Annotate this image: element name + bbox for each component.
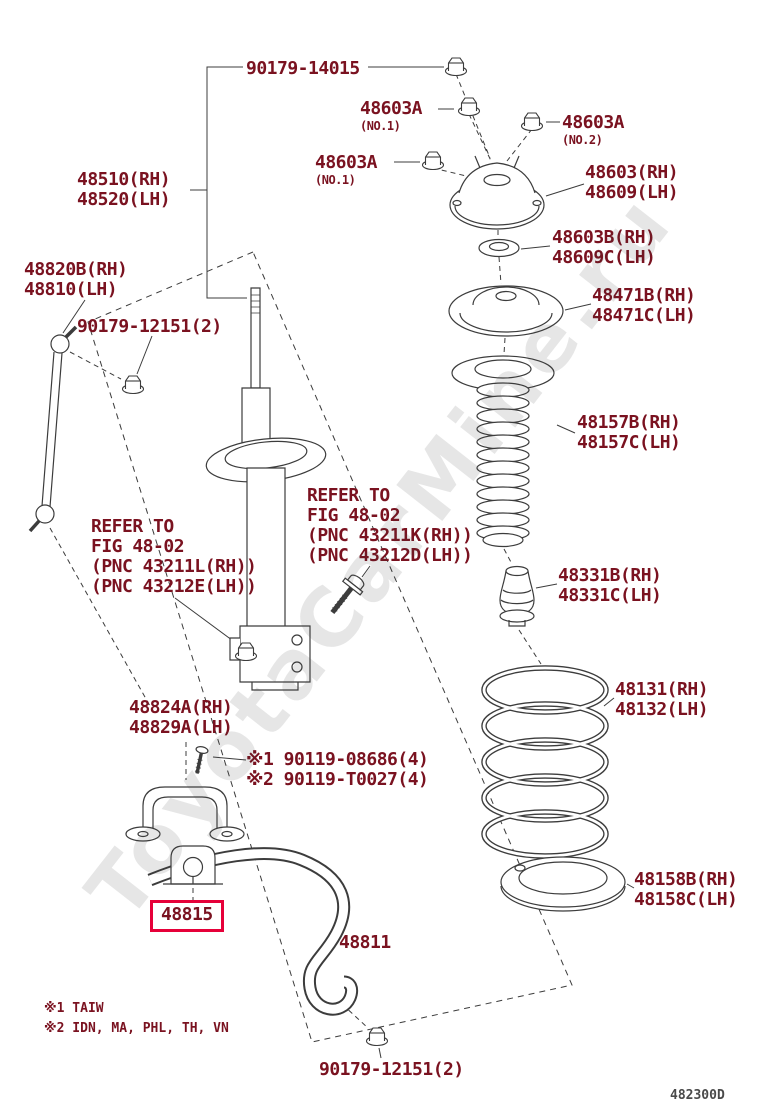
part-number-line: 48603(RH) <box>585 162 679 183</box>
part-number-line: 48157C(LH) <box>577 432 681 453</box>
nut-icon <box>121 375 145 395</box>
bracket-screw-drawing <box>194 746 209 774</box>
stabilizer-bushing-drawing <box>163 845 223 885</box>
refer-note-left: REFER TO FIG 48-02 (PNC 43211L(RH)) (PNC… <box>91 516 257 597</box>
part-number-line: 48510(RH) <box>77 169 171 190</box>
dashed-boundary <box>87 251 573 1043</box>
flange-bolt-drawing <box>330 574 365 615</box>
part-label-90179-12151-lower[interactable]: 90179-12151(2) <box>319 1060 464 1080</box>
part-label-48824A-48829A[interactable]: 48824A(RH) 48829A(LH) <box>129 697 233 738</box>
nut-icon <box>520 112 544 132</box>
stabilizer-link-drawing <box>28 325 78 533</box>
part-number-note: (NO.2) <box>562 133 603 147</box>
part-number-line: 48158B(RH) <box>634 869 738 890</box>
refer-note-right: REFER TO FIG 48-02 (PNC 43211K(RH)) (PNC… <box>307 485 473 566</box>
nut-icon <box>421 151 445 171</box>
refer-note-line: FIG 48-02 <box>91 536 185 557</box>
part-label-48157B-48157C[interactable]: 48157B(RH) 48157C(LH) <box>577 412 681 453</box>
suspension-support-drawing <box>449 155 545 230</box>
part-label-48331B-48331C[interactable]: 48331B(RH) 48331C(LH) <box>558 565 662 606</box>
part-number-line: 90179-12151(2) <box>319 1059 464 1080</box>
part-label-48820B-48810[interactable]: 48820B(RH) 48810(LH) <box>24 259 128 300</box>
part-number-line: 48609(LH) <box>585 182 679 203</box>
part-number-line: 48609C(LH) <box>552 247 656 268</box>
part-number-line: 48331C(LH) <box>558 585 662 606</box>
part-label-48603-48609[interactable]: 48603(RH) 48609(LH) <box>585 162 679 203</box>
lower-spring-seat-drawing <box>500 856 626 912</box>
coil-spring-drawing <box>481 665 609 859</box>
part-number-line: 48131(RH) <box>615 679 709 700</box>
part-number-line: 48811 <box>339 932 391 953</box>
part-number-line: 48603A <box>315 152 378 173</box>
part-label-48811[interactable]: 48811 <box>339 933 391 953</box>
nut-icon <box>457 97 481 117</box>
part-label-48603B-48609C[interactable]: 48603B(RH) 48609C(LH) <box>552 227 656 268</box>
nut-icon <box>365 1027 389 1047</box>
part-number-line: ※1 90119-08686(4) <box>246 749 429 770</box>
part-number-line: 48824A(RH) <box>129 697 233 718</box>
nut-icon <box>444 57 468 77</box>
part-label-48158B-48158C[interactable]: 48158B(RH) 48158C(LH) <box>634 869 738 910</box>
part-number-line: 48471B(RH) <box>592 285 696 306</box>
part-number-line: 48158C(LH) <box>634 889 738 910</box>
part-number-line: 48331B(RH) <box>558 565 662 586</box>
refer-note-line: (PNC 43211K(RH)) <box>307 525 473 546</box>
part-number-line: 48132(LH) <box>615 699 709 720</box>
part-number-line: 48603A <box>562 112 625 133</box>
refer-note-line: REFER TO <box>307 485 390 506</box>
refer-note-line: (PNC 43212D(LH)) <box>307 545 473 566</box>
bump-stopper-drawing <box>499 565 535 627</box>
figure-code: 482300D <box>670 1088 725 1103</box>
part-label-48815-highlighted[interactable]: 48815 <box>150 900 224 932</box>
stabilizer-bar-drawing <box>147 847 359 1016</box>
refer-note-line: FIG 48-02 <box>307 505 401 526</box>
part-number-line: 48603A <box>360 98 423 119</box>
part-label-90179-14015[interactable]: 90179-14015 <box>246 59 360 79</box>
bushing-bracket-drawing <box>125 786 245 842</box>
part-number-line: 48810(LH) <box>24 279 118 300</box>
part-label-48603A-no2[interactable]: 48603A (NO.2) <box>562 112 625 148</box>
footnote-2: ※2 IDN, MA, PHL, TH, VN <box>44 1021 229 1036</box>
part-number-line: 48820B(RH) <box>24 259 128 280</box>
part-number-line: ※2 90119-T0027(4) <box>246 769 429 790</box>
part-label-90119[interactable]: ※1 90119-08686(4) ※2 90119-T0027(4) <box>246 749 429 790</box>
refer-note-line: REFER TO <box>91 516 174 537</box>
part-label-48603A-no1-a[interactable]: 48603A (NO.1) <box>360 98 423 134</box>
strut-drawing <box>205 287 327 691</box>
part-number-line: 90179-12151(2) <box>77 316 222 337</box>
part-number-line: 90179-14015 <box>246 58 360 79</box>
part-label-48510-48520[interactable]: 48510(RH) 48520(LH) <box>77 169 171 210</box>
part-label-48471B-48471C[interactable]: 48471B(RH) 48471C(LH) <box>592 285 696 326</box>
footnote-1: ※1 TAIW <box>44 1001 104 1016</box>
part-label-48131-48132[interactable]: 48131(RH) 48132(LH) <box>615 679 709 720</box>
refer-note-line: (PNC 43211L(RH)) <box>91 556 257 577</box>
part-number-line: 48520(LH) <box>77 189 171 210</box>
dashed-leader-lines <box>49 73 542 1029</box>
dust-boot-drawing <box>451 355 555 548</box>
part-number-line: 48157B(RH) <box>577 412 681 433</box>
part-label-48603A-no1-b[interactable]: 48603A (NO.1) <box>315 152 378 188</box>
part-number-line: 48829A(LH) <box>129 717 233 738</box>
upper-spring-seat-drawing <box>448 285 564 337</box>
part-number-line: 48471C(LH) <box>592 305 696 326</box>
part-number-note: (NO.1) <box>315 173 356 187</box>
refer-note-line: (PNC 43212E(LH)) <box>91 576 257 597</box>
part-number-line: 48815 <box>161 904 213 925</box>
part-label-90179-12151-upper[interactable]: 90179-12151(2) <box>77 317 222 337</box>
part-number-note: (NO.1) <box>360 119 401 133</box>
part-number-line: 48603B(RH) <box>552 227 656 248</box>
support-bearing-drawing <box>478 238 520 258</box>
